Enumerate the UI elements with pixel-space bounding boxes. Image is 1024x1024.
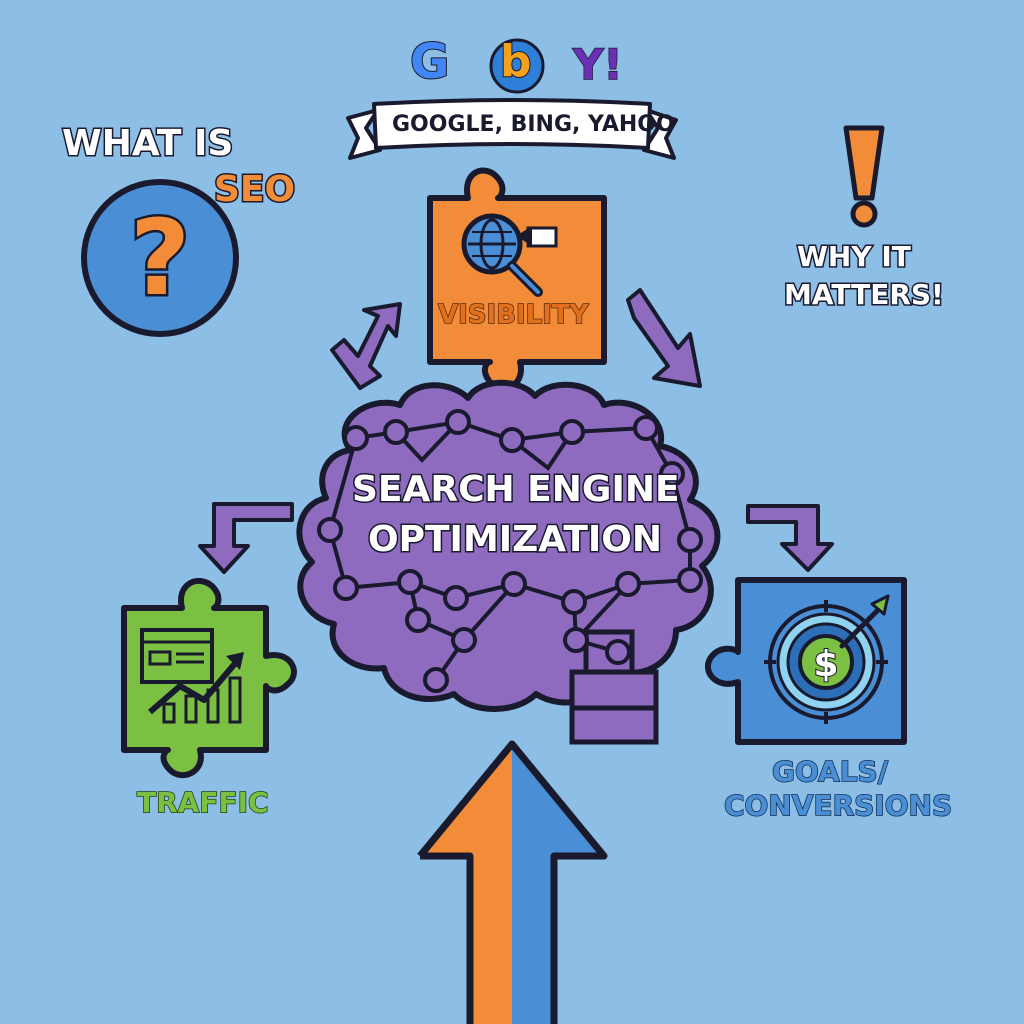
bing-logo-badge [489, 38, 545, 94]
search-globe-icon [461, 213, 558, 297]
question-mark-glyph: ? [130, 197, 190, 319]
engines-banner-ribbon [346, 98, 678, 160]
traffic-label: TRAFFIC [136, 786, 269, 819]
visibility-label: VISIBILITY [437, 300, 589, 330]
visibility-puzzle-piece [427, 167, 607, 392]
dollar-glyph: $ [813, 644, 838, 685]
goals-label-line1: GOALS/ [771, 755, 888, 788]
seo-label: SEO [212, 169, 296, 210]
google-logo-icon: G [409, 34, 450, 90]
center-title-line2: OPTIMIZATION [366, 519, 663, 560]
brain-network-icon [296, 379, 721, 745]
arrow-up-left-icon [330, 302, 402, 390]
target-dollar-icon: $ [764, 594, 890, 724]
arrow-down-right-goals-icon [746, 504, 834, 572]
arrow-down-left-icon [198, 502, 294, 574]
why-it-label: WHY IT [796, 240, 913, 273]
question-circle-icon: ? [81, 179, 239, 337]
goals-label-line2: CONVERSIONS [723, 789, 953, 822]
arrow-down-right-icon [626, 288, 702, 388]
engines-banner-text: GOOGLE, BING, YAHOO [392, 112, 675, 137]
center-title-line1: SEARCH ENGINE [351, 469, 682, 510]
what-is-label: WHAT IS [60, 123, 234, 164]
analytics-chart-icon [140, 628, 244, 724]
exclamation-icon [843, 125, 885, 228]
bing-logo-icon: b [499, 36, 532, 87]
growth-up-arrow-icon [417, 740, 608, 1024]
yahoo-logo-icon: Y! [572, 40, 623, 89]
matters-label: MATTERS! [783, 278, 946, 311]
